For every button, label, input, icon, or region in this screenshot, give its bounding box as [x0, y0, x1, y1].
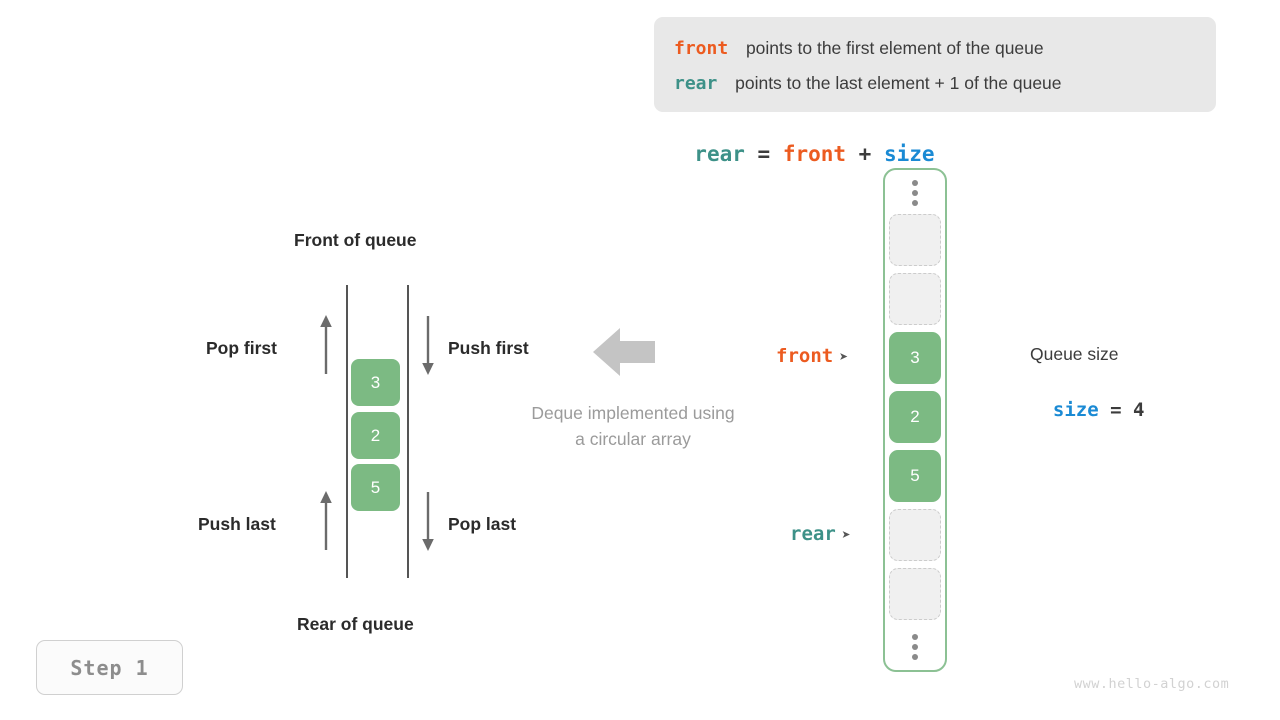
- front-of-queue-label: Front of queue: [294, 230, 417, 250]
- push-first-arrow-icon: [419, 314, 437, 376]
- deque-cell-0: 3: [351, 359, 400, 406]
- queue-size-title: Queue size: [1030, 344, 1119, 364]
- array-slot-4: 5: [889, 450, 941, 502]
- formula-equals: =: [744, 142, 783, 166]
- queue-size-value: 4: [1132, 399, 1145, 421]
- legend-keyword-rear: rear: [674, 73, 718, 94]
- array-slot-6: [889, 568, 941, 620]
- array-bottom-ellipsis-icon: [911, 634, 919, 660]
- array-slot-3: 2: [889, 391, 941, 443]
- legend-line-front: front points to the first element of the…: [674, 31, 1196, 66]
- deque-caption-line1: Deque implemented using: [531, 403, 735, 423]
- formula-rear-equals-front-plus-size: rear = front + size: [669, 118, 935, 166]
- rear-of-queue-label: Rear of queue: [297, 614, 414, 634]
- push-first-label: Push first: [448, 338, 529, 358]
- push-last-arrow-icon: [317, 490, 335, 552]
- push-last-label: Push last: [198, 514, 276, 534]
- deque-caption-line2: a circular array: [575, 429, 691, 449]
- legend-keyword-front: front: [674, 38, 729, 59]
- pop-first-label: Pop first: [206, 338, 277, 358]
- legend-line-rear: rear points to the last element + 1 of t…: [674, 66, 1196, 101]
- deque-cell-2: 5: [351, 464, 400, 511]
- pointer-rear-arrow-icon: ➤: [841, 526, 851, 544]
- pointer-rear: rear ➤: [790, 523, 851, 545]
- pointer-front-arrow-icon: ➤: [839, 348, 849, 366]
- formula-rear: rear: [694, 142, 745, 166]
- queue-size-expression: size = 4: [1030, 377, 1145, 421]
- pop-last-arrow-icon: [419, 490, 437, 552]
- legend-box: front points to the first element of the…: [654, 17, 1216, 112]
- queue-size-var: size: [1052, 399, 1099, 421]
- array-slot-1: [889, 273, 941, 325]
- legend-text-rear: points to the last element + 1 of the qu…: [735, 73, 1062, 93]
- left-pointing-block-arrow-icon: [593, 325, 655, 384]
- legend-text-front: points to the first element of the queue: [745, 38, 1044, 58]
- array-slot-5: [889, 509, 941, 561]
- pop-last-label: Pop last: [448, 514, 517, 534]
- watermark: www.hello-algo.com: [1074, 676, 1230, 692]
- formula-size: size: [883, 142, 935, 166]
- pointer-front: front ➤: [776, 345, 848, 367]
- deque-caption: Deque implemented using a circular array: [492, 400, 774, 452]
- queue-size-equals: =: [1098, 399, 1133, 421]
- array-top-ellipsis-icon: [911, 180, 919, 206]
- pop-first-arrow-icon: [317, 314, 335, 376]
- formula-plus: +: [846, 142, 884, 166]
- pointer-front-label: front: [776, 345, 834, 367]
- array-slot-2: 3: [889, 332, 941, 384]
- deque-cell-1: 2: [351, 412, 400, 459]
- pointer-rear-label: rear: [790, 523, 836, 545]
- deque-rail-right: [407, 285, 409, 578]
- deque-rail-left: [346, 285, 348, 578]
- array-slot-0: [889, 214, 941, 266]
- step-badge: Step 1: [36, 640, 183, 695]
- formula-front: front: [782, 142, 847, 166]
